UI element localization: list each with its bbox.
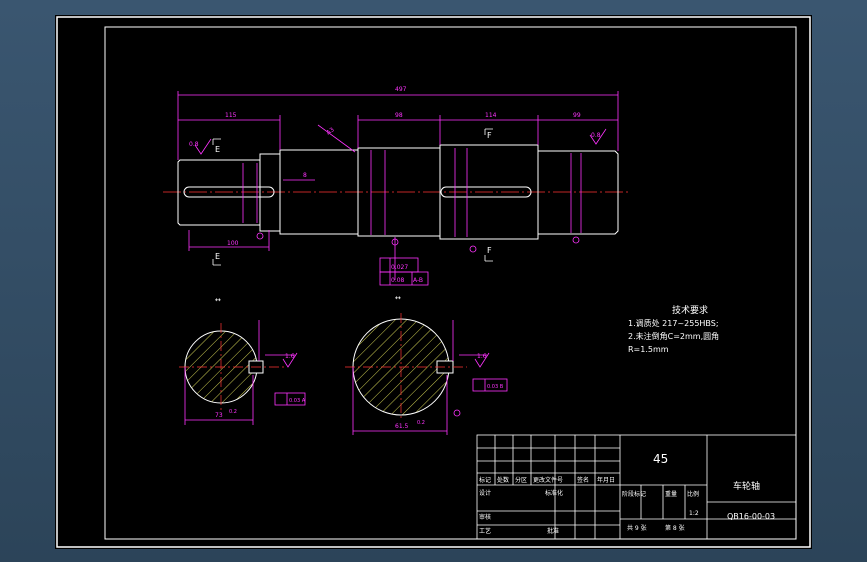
drawing-svg: 497 115 98 114 99 100 8 A3 0.8 0.8 0.027… <box>56 16 811 548</box>
dimension-texts: 497 115 98 114 99 100 8 A3 0.8 0.8 0.027… <box>189 86 601 430</box>
title-block-grid <box>476 434 797 540</box>
dim-right: 99 <box>573 112 581 119</box>
header-mark: 标记 <box>479 476 491 484</box>
ra-right: 0.8 <box>591 132 601 139</box>
sheet-number: 第 8 张 <box>665 524 685 532</box>
dimension-lines <box>177 91 619 280</box>
section-f-top: F <box>487 131 492 140</box>
shaft-outline <box>177 144 619 240</box>
section-f-bottom: F <box>487 246 492 255</box>
section-e-bottom: E <box>215 252 220 261</box>
left-section-dim: 73 <box>215 412 223 419</box>
dim-left: 115 <box>225 112 237 119</box>
header-approve: 批准 <box>547 527 559 535</box>
header-sign: 签名 <box>577 476 589 484</box>
right-key-value: 1.6 <box>477 353 487 360</box>
section-markers <box>212 128 493 266</box>
right-section-sub: 0.2 <box>417 420 425 426</box>
header-change: 更改文件号 <box>533 476 563 484</box>
dim-angle: A3 <box>325 126 336 136</box>
sheet-count: 共 9 张 <box>627 524 647 532</box>
tol-value-2: 0.08 <box>391 277 405 284</box>
tech-req-line2: 2.未注倒角C=2mm,圆角 <box>628 331 719 341</box>
technical-requirements: 技术要求 1.调质处 217~255HBS; 2.未注倒角C=2mm,圆角 R=… <box>628 304 719 354</box>
tech-req-line3: R=1.5mm <box>628 345 669 354</box>
dim-mid2: 114 <box>485 112 497 119</box>
header-date: 年月日 <box>597 476 615 484</box>
header-ratio: 比例 <box>687 490 699 498</box>
tol-value-1: 0.027 <box>391 264 408 271</box>
left-gt-value: 0.03 A <box>289 398 306 404</box>
arrow-label-a: ↔ <box>215 296 221 304</box>
material: 45 <box>653 452 668 466</box>
header-std: 标准化 <box>545 489 563 497</box>
title-block-texts: 45 车轮轴 QB16-00-03 1:2 标记 处数 分区 更改文件号 签名 … <box>479 452 775 535</box>
outer-frame <box>56 16 811 548</box>
scale: 1:2 <box>689 510 699 517</box>
cad-drawing-canvas[interactable]: 497 115 98 114 99 100 8 A3 0.8 0.8 0.027… <box>55 15 812 549</box>
header-design: 设计 <box>479 489 491 497</box>
header-review: 审核 <box>479 513 491 521</box>
tolerance-frames <box>379 257 429 286</box>
inner-frame <box>104 26 797 540</box>
left-key-value: 1.6 <box>285 353 295 360</box>
header-zone: 分区 <box>515 476 527 484</box>
arrow-label-b: ↔ <box>395 294 401 302</box>
dim-total: 497 <box>395 86 407 93</box>
section-view-right <box>345 313 508 435</box>
dim-mid1: 98 <box>395 112 403 119</box>
dim-bottom: 100 <box>227 240 239 247</box>
tech-req-line1: 1.调质处 217~255HBS; <box>628 318 719 328</box>
header-count: 处数 <box>497 476 509 484</box>
dim-keyway: 8 <box>303 172 307 179</box>
left-section-sub: 0.2 <box>229 409 237 415</box>
header-process: 工艺 <box>479 527 491 535</box>
right-section-dim: 61.5 <box>395 423 409 430</box>
ra-left: 0.8 <box>189 141 199 148</box>
header-stage: 阶段标记 <box>622 490 646 498</box>
section-labels: E E F F ↔ ↔ <box>215 131 492 304</box>
section-view-left <box>179 320 306 425</box>
right-gt-value: 0.03 B <box>487 384 504 390</box>
drawing-number: QB16-00-03 <box>727 512 775 521</box>
section-e-top: E <box>215 145 220 154</box>
tech-req-title: 技术要求 <box>672 304 708 316</box>
tol-datum: A-B <box>413 277 423 284</box>
part-name: 车轮轴 <box>733 480 760 492</box>
header-weight: 重量 <box>665 490 677 498</box>
